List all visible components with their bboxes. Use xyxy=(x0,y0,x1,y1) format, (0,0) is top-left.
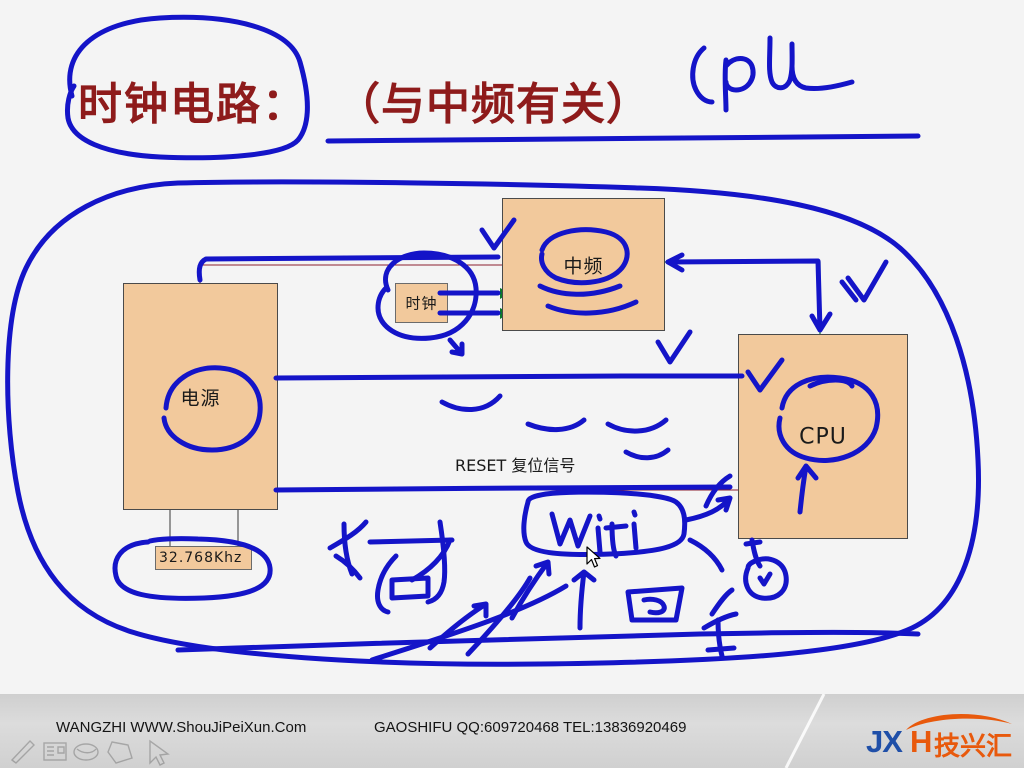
block-power-supply[interactable]: 电源 xyxy=(123,283,278,510)
block-crystal-label: 32.768Khz xyxy=(159,550,243,566)
block-crystal-32768khz[interactable]: 32.768Khz xyxy=(155,546,252,570)
annotation-toolbar[interactable] xyxy=(6,736,186,766)
block-intermediate-frequency[interactable]: 中频 xyxy=(502,198,665,331)
handwritten-ink-layer xyxy=(5,14,981,667)
footer-bar: WANGZHI WWW.ShouJiPeiXun.Com GAOSHIFU QQ… xyxy=(0,694,1024,768)
brand-logo: JX H 技兴汇 xyxy=(866,713,1016,762)
logo-swoosh-icon xyxy=(906,713,1012,730)
slide-canvas-area: 电源 中频 CPU 时钟 32.768Khz 时钟电路： （与中频有关） RES… xyxy=(5,14,981,667)
logo-text-chinese: 技兴汇 xyxy=(934,732,1013,762)
ellipse-icon xyxy=(73,743,99,761)
footer-divider-icon xyxy=(784,694,826,768)
block-intermediate-frequency-label: 中频 xyxy=(563,255,604,277)
footer-background xyxy=(0,694,1024,768)
pen-icon xyxy=(10,739,35,764)
block-cpu[interactable]: CPU xyxy=(738,334,908,539)
block-clock-label: 时钟 xyxy=(405,294,438,313)
mouse-cursor-icon xyxy=(586,546,601,568)
footer-contact-text: GAOSHIFU QQ:609720468 TEL:13836920469 xyxy=(374,719,687,736)
block-cpu-label: CPU xyxy=(799,424,847,449)
block-power-supply-label: 电源 xyxy=(180,387,221,409)
block-clock[interactable]: 时钟 xyxy=(395,283,448,323)
page-title: 时钟电路： xyxy=(78,79,308,130)
logo-text-latin-blue: JX xyxy=(866,724,903,759)
footer-website-text: WANGZHI WWW.ShouJiPeiXun.Com xyxy=(56,719,307,736)
note-icon xyxy=(43,742,67,761)
logo-text-latin-orange: H xyxy=(910,724,933,759)
polygon-icon xyxy=(107,741,133,764)
cursor-icon xyxy=(149,739,170,766)
page-subtitle: （与中频有关） xyxy=(336,79,651,130)
reset-signal-label: RESET 复位信号 xyxy=(455,456,576,475)
